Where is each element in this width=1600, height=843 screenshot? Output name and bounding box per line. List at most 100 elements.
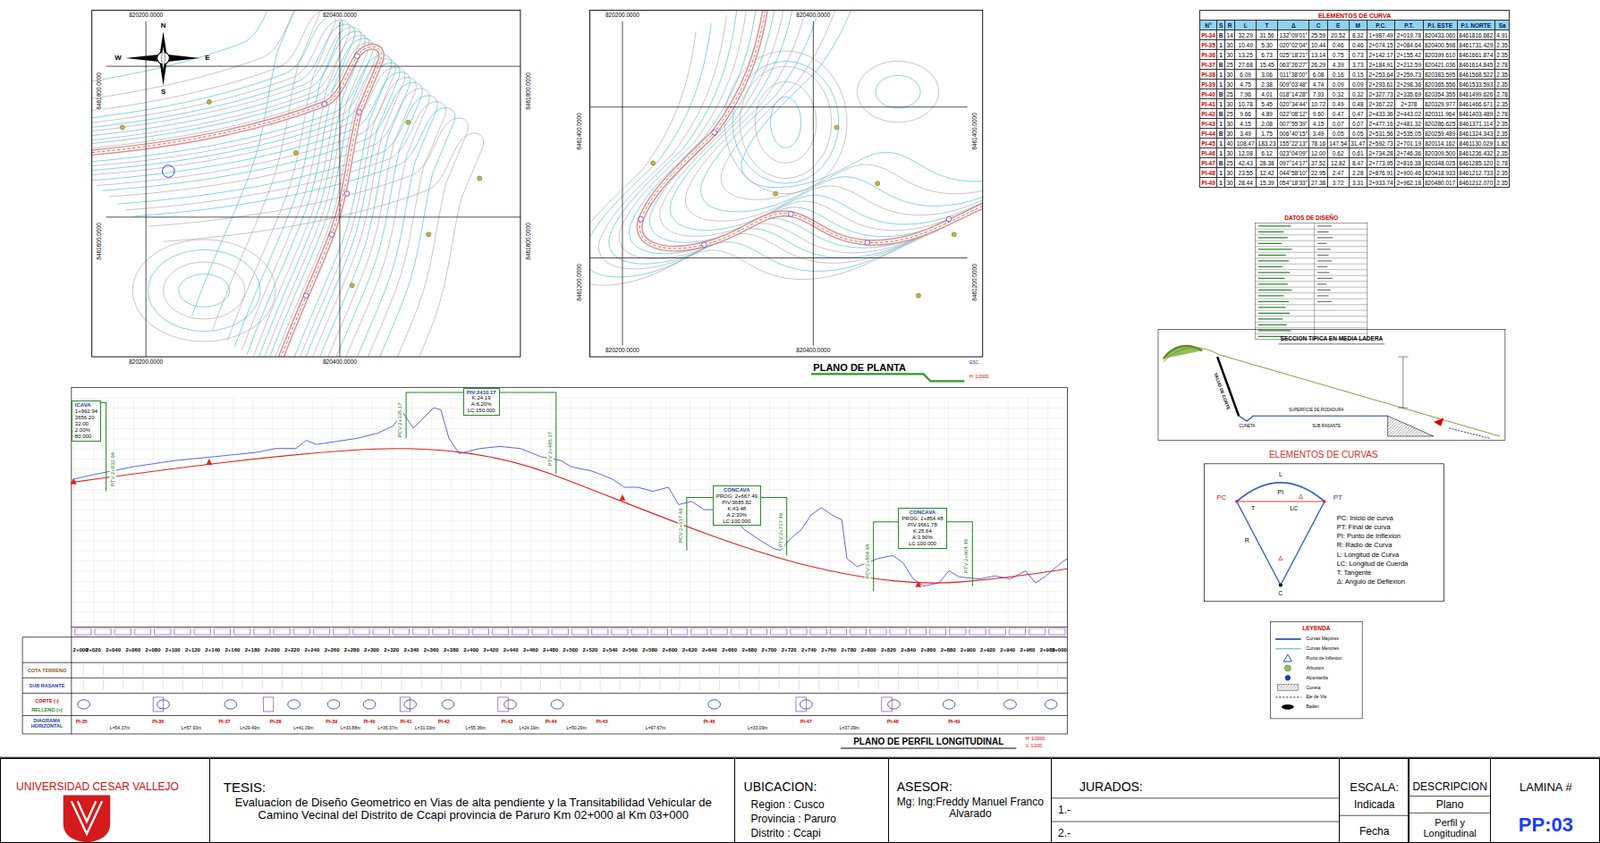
cell-text: 1.82	[1496, 140, 1508, 147]
title-block-text: 2.-	[1058, 829, 1071, 841]
table-cell: 820309.500	[1422, 148, 1457, 159]
cell-text: 820309.500	[1424, 150, 1456, 157]
longitudinal-profile	[73, 448, 1067, 584]
plan-right-map	[598, 15, 970, 270]
length-label: L=33.88m	[340, 726, 361, 732]
cell-text: 2+876.91	[1368, 169, 1393, 177]
cell-text: 2+142.17	[1368, 51, 1393, 59]
plan-left-map	[92, 31, 366, 357]
cell-text: 3.49	[1312, 130, 1325, 137]
plan-right-map	[649, 9, 983, 243]
cell-text: 2+535.05	[1396, 130, 1422, 137]
cell-text: 2+084.64	[1396, 42, 1422, 49]
cell-text: 0.73	[1352, 51, 1364, 59]
cell-text: 2.28	[1352, 169, 1364, 177]
typical-section	[1278, 343, 1386, 345]
cell-text: PI-36	[1201, 51, 1216, 59]
table-cell: 2+535.05	[1395, 128, 1423, 139]
legend-box	[1275, 648, 1302, 650]
plan-left-map	[92, 20, 350, 352]
pi-label: PI-43	[500, 719, 513, 725]
table-row: PI-42B259.664.89022°08'12"9.600.470.472+…	[1199, 109, 1510, 119]
legend-text: Alcantarilla	[1305, 676, 1328, 682]
table-cell: 1.75	[1256, 128, 1279, 139]
longitudinal-profile	[406, 392, 557, 475]
station: 2+720	[781, 647, 797, 654]
cell-text: 10.49	[1238, 42, 1253, 49]
cell-text: 2+933.74	[1368, 179, 1393, 187]
table-cell: 0.75	[1327, 50, 1349, 60]
longitudinal-profile	[287, 700, 301, 710]
cell-text: 2.35	[1496, 179, 1508, 187]
curve-data: PIV:3661.78	[901, 522, 943, 529]
cell-text: 820421.036	[1424, 61, 1456, 68]
curve-elements-figure	[1236, 482, 1325, 502]
cell-text: 0.75	[1332, 51, 1345, 59]
plan-right-map	[651, 160, 656, 166]
cell-text: N°	[1204, 22, 1211, 29]
cell-text: 8461731.429	[1458, 42, 1493, 49]
table-cell: 8461285.120	[1456, 158, 1495, 169]
table-cell: 12.00	[1309, 148, 1328, 159]
pi-label: PI-41	[400, 719, 413, 725]
grid-coordinate: 8461400.0000	[575, 111, 583, 152]
table-cell: 8461212.070	[1456, 177, 1495, 188]
cell-text: 12.82	[1330, 160, 1346, 167]
cell-text: 2+773.95	[1368, 160, 1393, 167]
cell-text: 2+443.02	[1396, 110, 1422, 118]
table-cell: 0.09	[1327, 79, 1349, 90]
table-cell: 1	[1217, 40, 1226, 51]
table-cell: 1	[1217, 177, 1226, 188]
station: 2+520	[583, 647, 599, 654]
table-row: PI-4913028.4415.39054°18'33"27.383.723.3…	[1199, 177, 1510, 188]
plan-right-map	[711, 129, 718, 136]
cell-text: 820418.933	[1424, 169, 1456, 177]
plan-left-map	[119, 100, 482, 288]
cell-text: 018°14'28"	[1279, 91, 1308, 98]
plan-right-map	[915, 293, 921, 298]
grid-coordinate: 820200.0000	[127, 12, 164, 19]
cell-text: Sa	[1498, 22, 1507, 29]
cell-text: 0.32	[1352, 91, 1364, 98]
table-cell: 2.78	[1494, 158, 1510, 169]
table-cell: 2+019.78	[1395, 30, 1423, 41]
cell-text: 8461212.733	[1458, 169, 1493, 177]
length-label: L=97.67m	[645, 726, 666, 732]
pi-label: PI-44	[545, 719, 558, 725]
plan-right-map	[946, 216, 952, 222]
legend-box	[1275, 638, 1302, 641]
cell-text: 6.08	[1312, 71, 1325, 78]
table-cell: 3.49	[1309, 128, 1328, 139]
cell-text: 5.45	[1261, 101, 1273, 108]
table-cell: 2+773.95	[1366, 158, 1395, 169]
plan-left-map	[109, 88, 430, 357]
title-block-text: Plano	[1436, 800, 1465, 813]
cell-text: 8.47	[1352, 160, 1364, 167]
table-cell: 820365.556	[1422, 79, 1457, 90]
cell-text: 820114.162	[1424, 140, 1456, 147]
table-cell: 8461614.845	[1456, 59, 1495, 70]
cell-text: 2.78	[1496, 110, 1508, 118]
table-cell: 820348.025	[1422, 158, 1457, 169]
cell-text: 0.09	[1352, 81, 1364, 88]
curve-elements-figure	[1235, 499, 1238, 503]
table-cell: 1	[1217, 168, 1226, 178]
table-cell: Sa	[1494, 20, 1510, 31]
longitudinal-profile	[77, 700, 91, 710]
cell-text: 2+298.36	[1396, 81, 1422, 88]
plan-left-map	[178, 274, 230, 307]
table-cell: 183.23	[1256, 138, 1279, 149]
table-cell: 31.47	[1348, 138, 1367, 149]
plan-left-map	[92, 24, 356, 356]
table-cell: 1.82	[1494, 138, 1510, 149]
table-cell: 8461324.343	[1456, 128, 1495, 139]
cell-text: 2+293.61	[1368, 81, 1393, 88]
table-cell: PI-42	[1199, 109, 1218, 119]
plan-right-map	[638, 129, 952, 247]
table-cell: 4.89	[1256, 109, 1279, 119]
table-cell: 2+327.73	[1366, 89, 1395, 100]
cell-text: 10.44	[1311, 42, 1326, 49]
plan-left-map	[303, 53, 362, 299]
title-block-cell: TESIS:Evaluacion de Diseño Geometrico en…	[209, 758, 737, 843]
